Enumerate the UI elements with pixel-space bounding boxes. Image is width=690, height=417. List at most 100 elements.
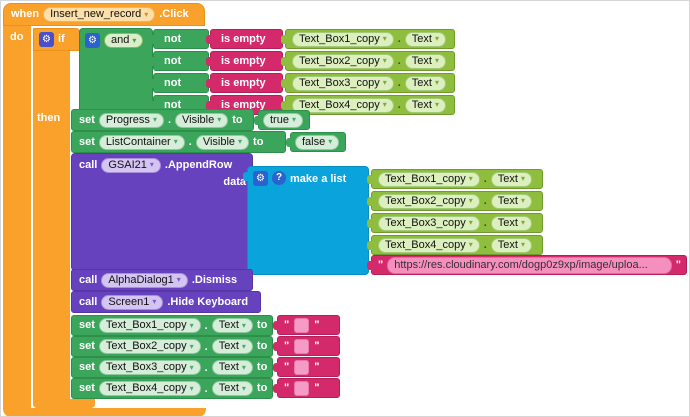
empty-string-block[interactable]: " " [273,336,340,356]
call-hide-keyboard-block[interactable]: call Screen1 ▾ .Hide Keyboard [71,291,261,313]
component-getter-block[interactable]: Text_Box4_copy ▾ . Text ▾ [281,95,455,115]
component-name: AlphaDialog1 [108,273,174,286]
logic-true-block[interactable]: true ▾ [254,110,310,130]
text-string-block[interactable]: " https://res.cloudinary.com/dogp0z9xp/i… [367,255,687,275]
mutator-gear-icon[interactable]: ⚙ [85,33,100,48]
if-block-header[interactable]: ⚙ if [33,28,80,51]
list-item-getter-block[interactable]: Text_Box2_copy ▾ . Text ▾ [367,191,543,211]
boolean-dropdown[interactable]: false ▾ [295,134,340,150]
getter-component-dropdown[interactable]: Text_Box4_copy ▾ [378,237,480,253]
logic-operator-dropdown[interactable]: and ▾ [104,33,144,48]
component-name: Text_Box2_copy [299,54,380,67]
getter-property-dropdown[interactable]: Text ▾ [404,75,446,91]
getter-component-dropdown[interactable]: Text_Box4_copy ▾ [292,97,394,113]
when-block-bottom[interactable] [3,408,206,416]
mutator-gear-icon[interactable]: ⚙ [253,171,268,186]
set-component-dropdown[interactable]: Text_Box2_copy ▾ [98,339,201,354]
set-component-dropdown[interactable]: Text_Box1_copy ▾ [98,318,201,333]
dot-separator: . [188,136,192,148]
set-keyword: set [79,319,95,331]
call-component-dropdown[interactable]: GSAI21 ▾ [101,157,161,173]
empty-text-field[interactable] [294,380,310,396]
is-empty-block[interactable]: is empty [206,51,283,71]
empty-text-field[interactable] [294,317,310,333]
getter-component-dropdown[interactable]: Text_Box1_copy ▾ [378,171,480,187]
when-block-left-arm[interactable] [3,26,31,408]
set-property-dropdown[interactable]: Visible ▾ [175,112,229,128]
empty-string-block[interactable]: " " [273,357,340,377]
getter-component-dropdown[interactable]: Text_Box3_copy ▾ [292,75,394,91]
list-item-getter-block[interactable]: Text_Box1_copy ▾ . Text ▾ [367,169,543,189]
component-getter-block[interactable]: Text_Box3_copy ▾ . Text ▾ [281,73,455,93]
make-a-list-block[interactable]: ⚙ ? make a list [243,166,369,275]
set-component-dropdown[interactable]: Progress ▾ [98,112,164,128]
dropdown-arrow-icon: ▾ [382,34,387,43]
getter-component-dropdown[interactable]: Text_Box2_copy ▾ [378,193,480,209]
getter-property-dropdown[interactable]: Text ▾ [404,97,446,113]
getter-component-dropdown[interactable]: Text_Box3_copy ▾ [378,215,480,231]
not-block[interactable]: not [149,29,209,49]
is-empty-block[interactable]: is empty [206,73,283,93]
getter-component-dropdown[interactable]: Text_Box1_copy ▾ [292,31,394,47]
set-component-dropdown[interactable]: Text_Box4_copy ▾ [98,381,201,396]
is-empty-block[interactable]: is empty [206,29,283,49]
dot-separator: . [167,114,172,126]
close-quote: " [314,318,320,331]
open-quote: " [284,339,290,352]
call-appendrow-block[interactable]: call GSAI21 ▾ .AppendRow data [71,153,253,271]
boolean-dropdown[interactable]: true ▾ [263,112,303,128]
property-name: Text [497,238,518,251]
set-listcontainer-visible-block[interactable]: set ListContainer ▾ . Visible ▾ to [71,131,286,153]
call-component-dropdown[interactable]: AlphaDialog1 ▾ [101,272,188,288]
getter-property-dropdown[interactable]: Text ▾ [404,31,446,47]
set-component-dropdown[interactable]: Text_Box3_copy ▾ [98,360,201,375]
list-item-getter-block[interactable]: Text_Box4_copy ▾ . Text ▾ [367,235,543,255]
set-property-dropdown[interactable]: Visible ▾ [195,134,250,150]
is-empty-label: is empty [221,54,266,67]
set-property-dropdown[interactable]: Text ▾ [211,381,253,396]
call-dismiss-block[interactable]: call AlphaDialog1 ▾ .Dismiss [71,269,253,291]
method-name: .Hide Keyboard [167,295,249,308]
help-icon[interactable]: ? [272,171,286,185]
empty-string-block[interactable]: " " [273,315,340,335]
getter-property-dropdown[interactable]: Text ▾ [490,237,532,253]
getter-property-dropdown[interactable]: Text ▾ [490,193,532,209]
empty-string-block[interactable]: " " [273,378,340,398]
set-textbox-block[interactable]: set Text_Box4_copy ▾ . Text ▾ to [71,378,273,399]
event-component-dropdown[interactable]: Insert_new_record ▾ [43,7,156,22]
not-block[interactable]: not [149,73,209,93]
empty-text-field[interactable] [294,359,310,375]
logic-false-block[interactable]: false ▾ [286,132,346,152]
dropdown-arrow-icon: ▾ [328,137,333,146]
property-name: Text [218,319,239,331]
component-name: Text_Box2_copy [105,340,187,352]
text-string-field[interactable]: https://res.cloudinary.com/dogp0z9xp/ima… [387,256,672,274]
boolean-value: false [302,135,326,148]
set-property-dropdown[interactable]: Text ▾ [211,339,253,354]
event-name: .Click [159,8,189,20]
not-block[interactable]: not [149,51,209,71]
component-getter-block[interactable]: Text_Box2_copy ▾ . Text ▾ [281,51,455,71]
set-textbox-block[interactable]: set Text_Box2_copy ▾ . Text ▾ to [71,336,273,357]
dropdown-arrow-icon: ▾ [434,100,439,109]
if-block-left-arm[interactable] [33,28,70,399]
and-block[interactable]: ⚙ and ▾ [79,28,153,116]
getter-property-dropdown[interactable]: Text ▾ [490,215,532,231]
set-progress-visible-block[interactable]: set Progress ▾ . Visible ▾ to [71,109,254,131]
set-textbox-block[interactable]: set Text_Box3_copy ▾ . Text ▾ to [71,357,273,378]
component-getter-block[interactable]: Text_Box1_copy ▾ . Text ▾ [281,29,455,49]
set-property-dropdown[interactable]: Text ▾ [211,318,253,333]
if-block-bottom[interactable] [33,399,95,408]
dot-separator: . [397,55,401,67]
getter-property-dropdown[interactable]: Text ▾ [404,53,446,69]
getter-property-dropdown[interactable]: Text ▾ [490,171,532,187]
call-component-dropdown[interactable]: Screen1 ▾ [101,294,164,310]
set-textbox-block[interactable]: set Text_Box1_copy ▾ . Text ▾ to [71,315,273,336]
mutator-gear-icon[interactable]: ⚙ [39,32,54,47]
when-event-block[interactable]: when Insert_new_record ▾ .Click [3,3,205,26]
empty-text-field[interactable] [294,338,310,354]
getter-component-dropdown[interactable]: Text_Box2_copy ▾ [292,53,394,69]
set-property-dropdown[interactable]: Text ▾ [211,360,253,375]
list-item-getter-block[interactable]: Text_Box3_copy ▾ . Text ▾ [367,213,543,233]
set-component-dropdown[interactable]: ListContainer ▾ [98,134,185,150]
